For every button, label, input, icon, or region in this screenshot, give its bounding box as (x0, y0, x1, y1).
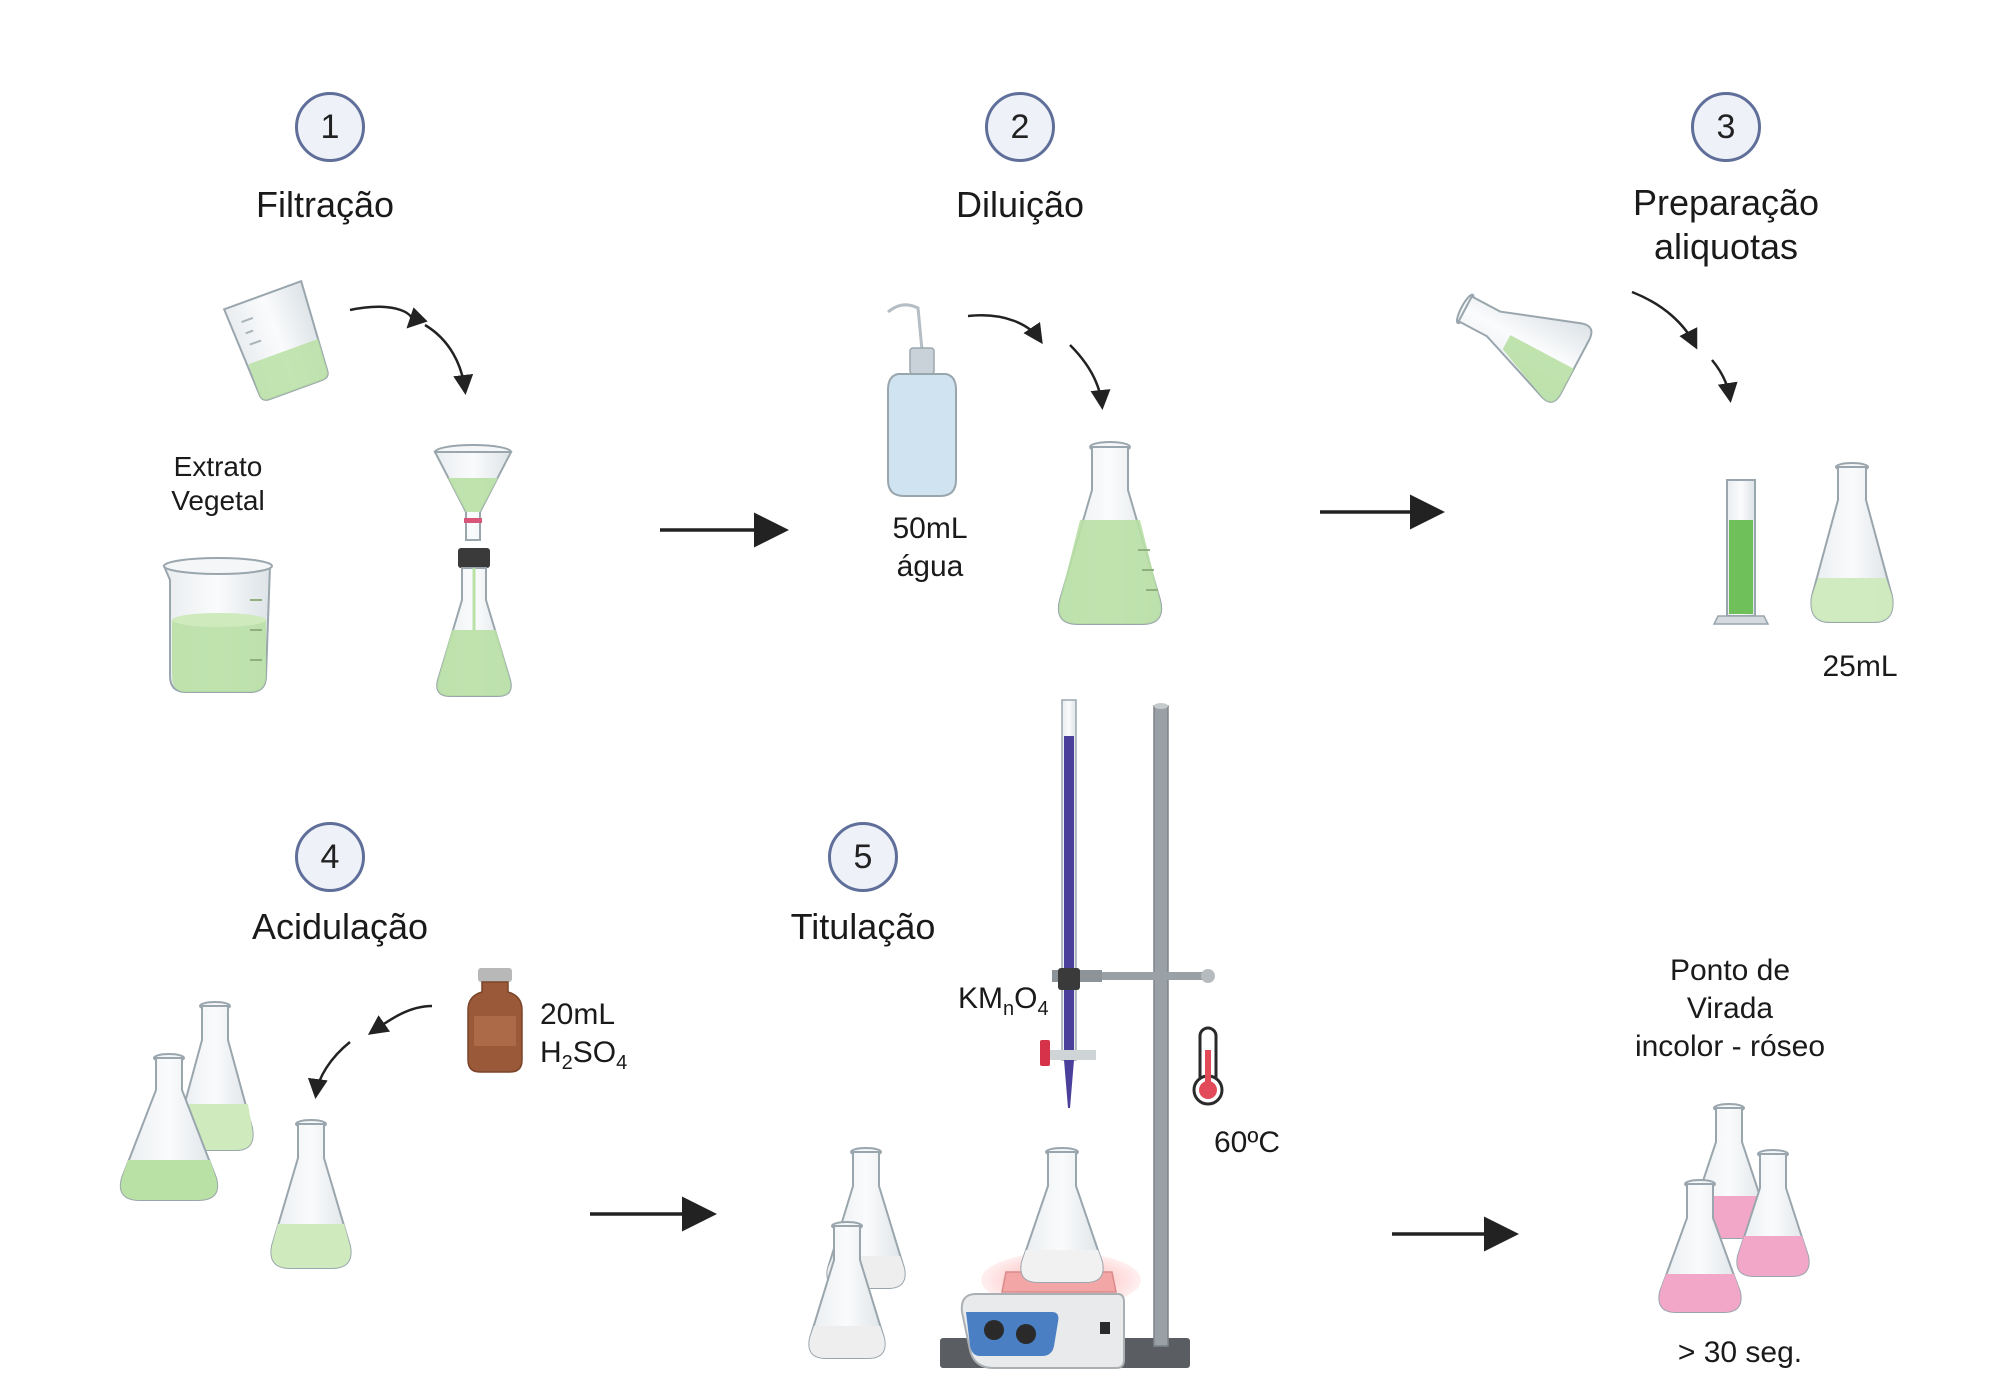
step-title-filtracao: Filtração (255, 184, 395, 225)
graduated-cylinder-icon (1712, 479, 1770, 625)
formula-part: H (540, 1036, 562, 1069)
step-badge-5: 5 (828, 822, 898, 892)
extract-label-line2: Vegetal (171, 485, 265, 516)
pour-arrow-icon (367, 1004, 433, 1035)
pour-arrow-icon (1631, 290, 1698, 350)
pour-arrow-icon (307, 1041, 351, 1099)
pour-arrow-icon (349, 305, 428, 329)
formula-subscript: 2 (561, 1052, 573, 1074)
formula-subscript: 4 (616, 1052, 628, 1074)
thermometer-icon (1192, 1026, 1224, 1106)
step-number: 5 (853, 837, 873, 876)
water-volume-label: 50mL (892, 512, 968, 545)
endpoint-label-line2: Virada (1686, 992, 1774, 1025)
erlenmeyer-flask-icon (808, 1221, 886, 1359)
endpoint-label-line1: Ponto de (1669, 954, 1791, 987)
step-number: 2 (1010, 107, 1030, 146)
aliquot-volume-label: 25mL (1822, 650, 1898, 683)
step-title-diluicao: Diluição (955, 184, 1085, 225)
titrant-label: KMnO4 (958, 980, 1068, 1028)
step-badge-3: 3 (1691, 92, 1761, 162)
step-badge-4: 4 (295, 822, 365, 892)
step-number: 3 (1716, 107, 1736, 146)
acid-volume-label: 20mL (540, 998, 616, 1031)
erlenmeyer-flask-icon (436, 548, 512, 697)
endpoint-label-line3: incolor - róseo (1634, 1030, 1826, 1063)
wash-bottle-icon (887, 303, 957, 497)
pour-arrow-icon (1069, 344, 1111, 410)
formula-part: SO (572, 1036, 617, 1069)
endpoint-time-label: > 30 seg. (1677, 1336, 1803, 1369)
erlenmeyer-flask-icon (1020, 1147, 1104, 1283)
extract-label-line1: Extrato (173, 451, 263, 482)
step-title-preparacao: Preparação (1632, 182, 1820, 223)
erlenmeyer-flask-icon (1057, 441, 1163, 625)
formula-subscript: 4 (1037, 998, 1049, 1020)
step-badge-1: 1 (295, 92, 365, 162)
burette-icon (1040, 699, 1096, 1108)
pour-arrow-icon (967, 314, 1043, 345)
erlenmeyer-flask-icon (270, 1119, 352, 1269)
formula-part: O (1014, 982, 1038, 1015)
pouring-flask-icon (1455, 293, 1593, 403)
pour-arrow-icon (1711, 359, 1738, 403)
formula-subscript: n (1003, 998, 1015, 1020)
pouring-beaker-icon (222, 279, 329, 401)
step-title-titulacao: Titulação (790, 906, 936, 947)
erlenmeyer-flask-icon (1658, 1179, 1742, 1313)
pour-arrow-icon (424, 323, 474, 395)
step-title-aliquotas: aliquotas (1653, 226, 1799, 267)
extract-beaker-icon (162, 557, 273, 693)
step-number: 4 (320, 837, 340, 876)
formula-part: KM (958, 982, 1003, 1015)
filter-funnel-icon (433, 444, 513, 541)
erlenmeyer-flask-icon (1810, 462, 1894, 623)
erlenmeyer-flask-icon (119, 1053, 219, 1201)
step-number: 1 (320, 107, 340, 146)
step-badge-2: 2 (985, 92, 1055, 162)
water-name-label: água (896, 550, 964, 583)
temperature-label: 60ºC (1214, 1126, 1280, 1159)
acid-vial-icon (467, 968, 523, 1073)
erlenmeyer-flask-icon (1736, 1149, 1810, 1277)
acid-formula-label: H2SO4 (540, 1034, 650, 1082)
step-title-acidulacao: Acidulação (251, 906, 429, 947)
